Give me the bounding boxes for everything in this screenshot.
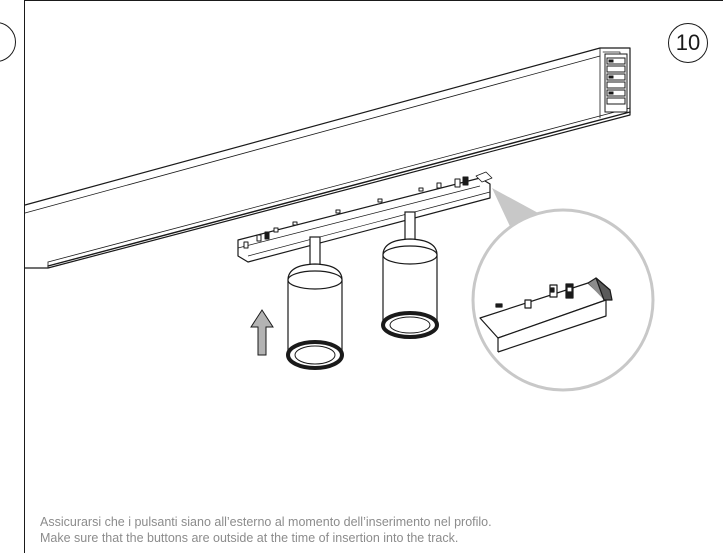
spotlight-left <box>286 236 344 370</box>
caption-italian: Assicurarsi che i pulsanti siano all’est… <box>40 515 492 529</box>
step-number-badge: 10 <box>668 23 708 63</box>
instruction-caption: Assicurarsi che i pulsanti siano all’est… <box>40 514 710 546</box>
caption-english: Make sure that the buttons are outside a… <box>40 531 459 545</box>
insertion-arrow <box>250 309 274 356</box>
zoom-detail <box>471 208 655 392</box>
adapter-bar <box>237 171 493 263</box>
track-profile <box>24 47 631 269</box>
top-rule <box>24 0 723 1</box>
step-number: 10 <box>675 30 701 55</box>
spotlight-right <box>381 211 439 339</box>
previous-page-strip <box>0 0 25 553</box>
track-end-connector <box>604 53 628 113</box>
